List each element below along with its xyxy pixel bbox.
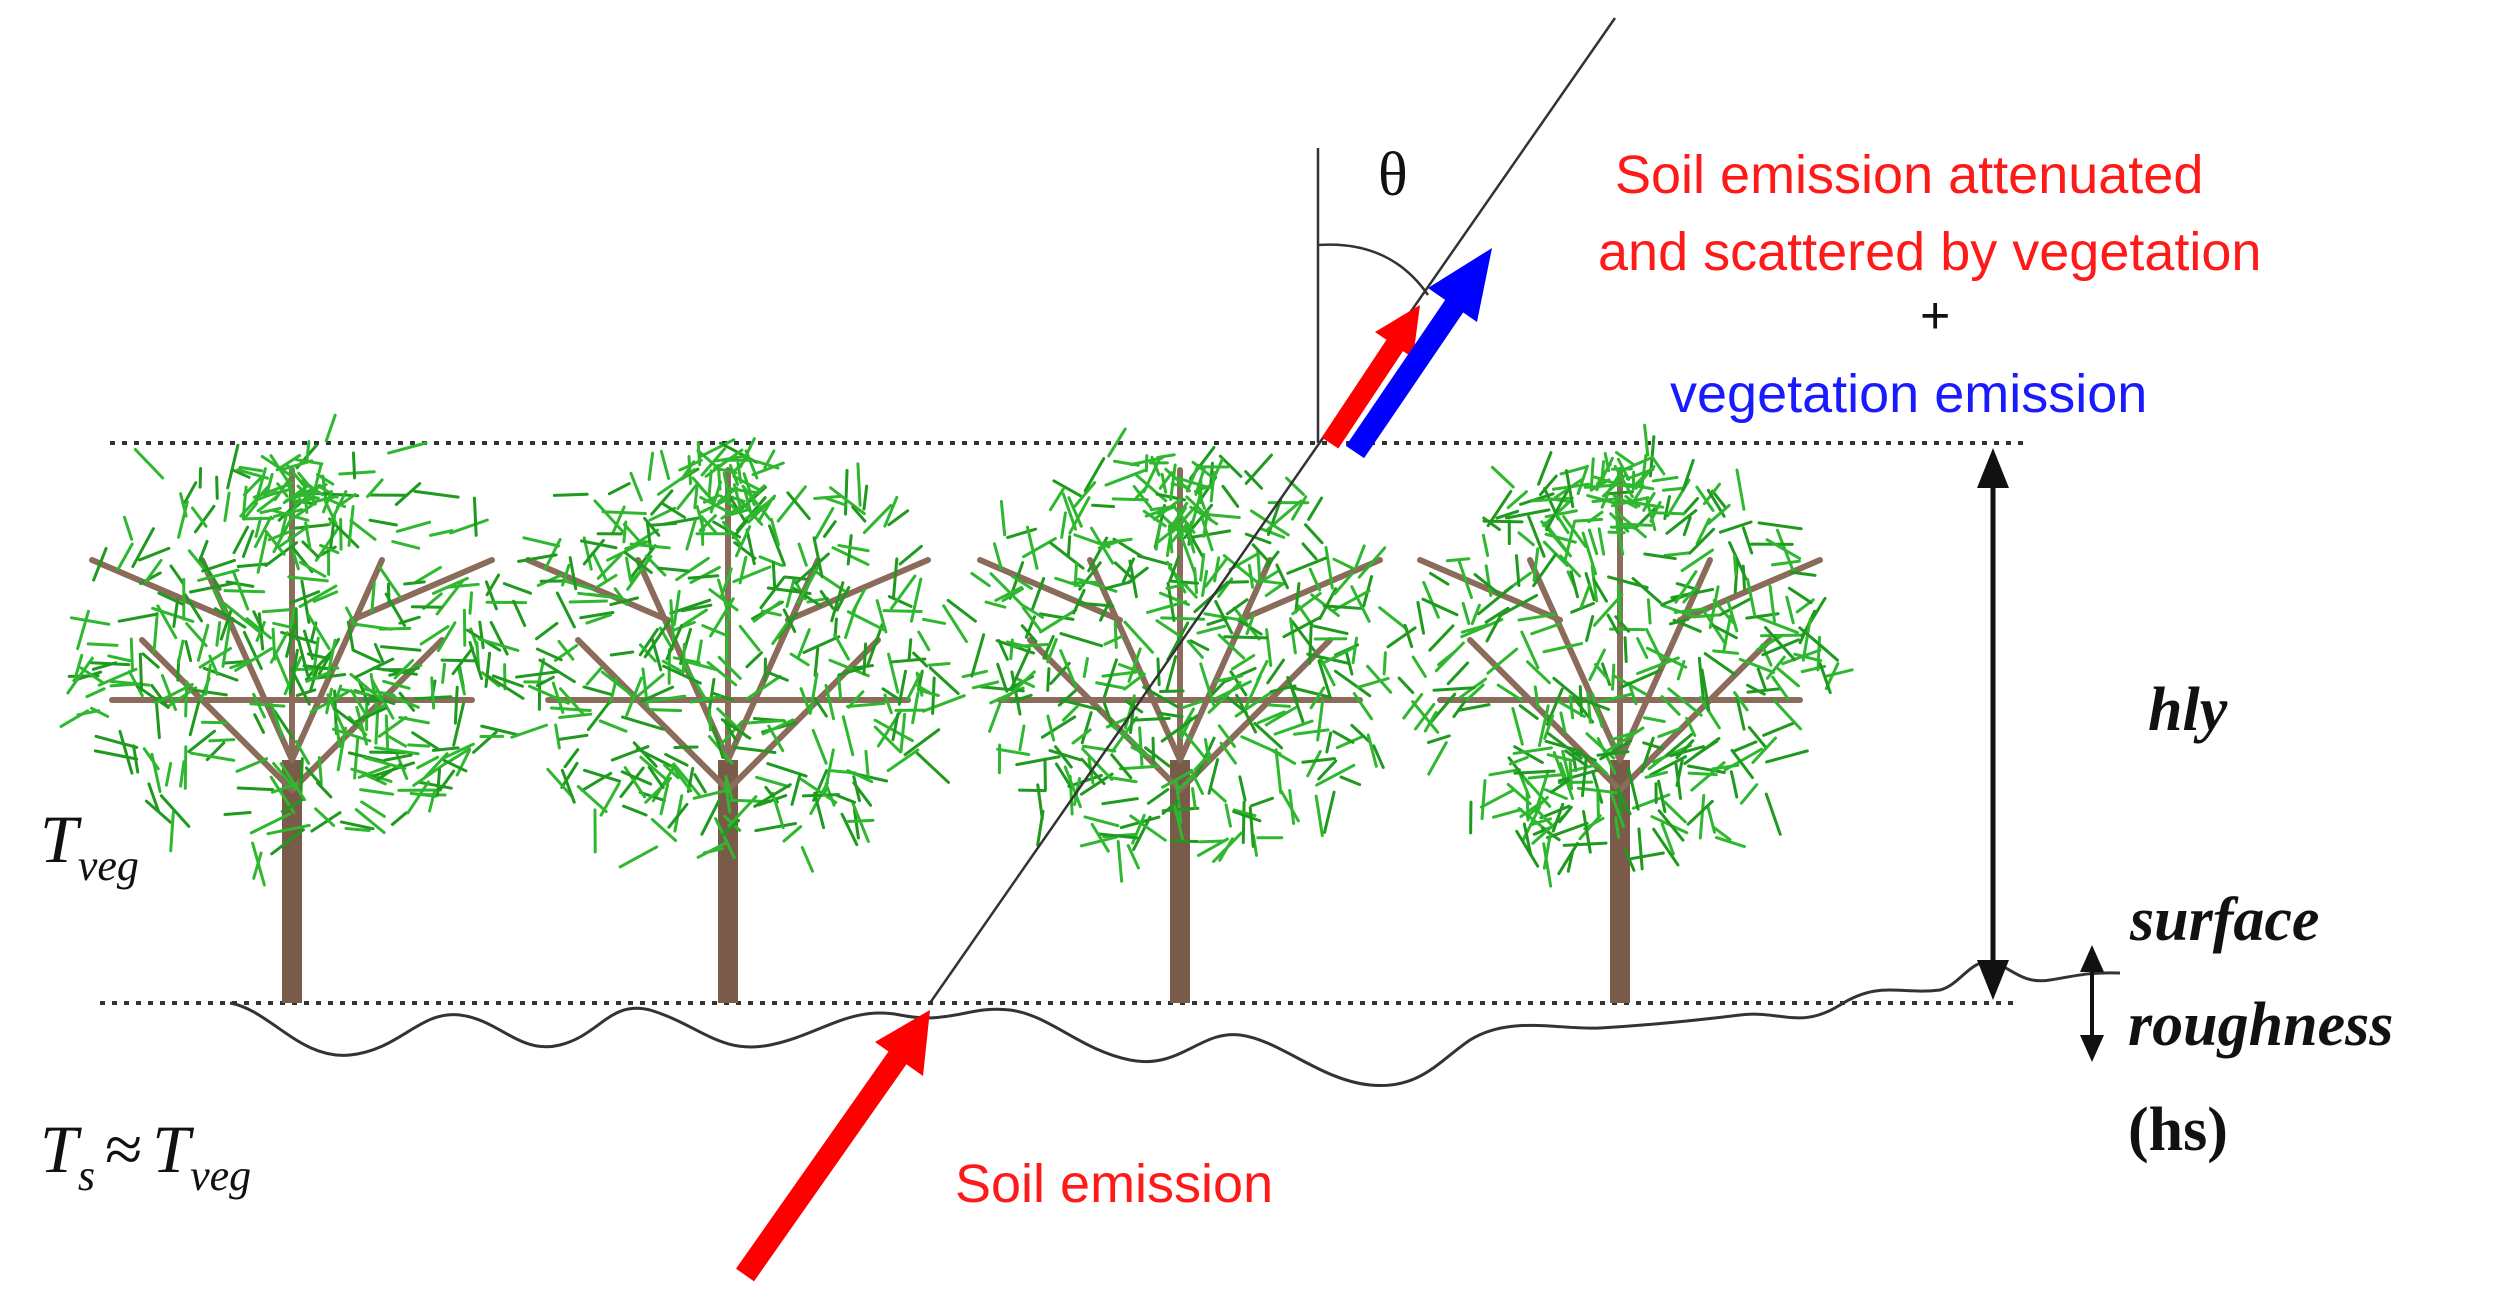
tree-2	[477, 437, 966, 1003]
svg-text:Tveg: Tveg	[40, 801, 139, 890]
tree-row	[59, 413, 1854, 1003]
svg-text:Ts≈Tveg: Ts≈Tveg	[40, 1111, 251, 1200]
ts-approx-tveg-label: Ts≈Tveg	[40, 1111, 251, 1200]
t-veg-label: Tveg	[40, 801, 139, 890]
theta-label: θ	[1378, 141, 1408, 209]
hly-height-arrow	[1977, 448, 2009, 1000]
vegetation-emission-arrow	[1345, 248, 1492, 459]
foliage	[942, 427, 1417, 883]
foliage	[477, 437, 966, 873]
soil-emission-label: Soil emission	[955, 1154, 1273, 1214]
attenuated-label-line2: and scattered by vegetation	[1598, 222, 2261, 282]
hs-roughness-arrow	[2080, 945, 2104, 1062]
soil-emission-arrow	[735, 1010, 930, 1282]
attenuated-label-line1: Soil emission attenuated	[1615, 145, 2203, 205]
plus-sign: +	[1920, 287, 1950, 345]
tree-1	[59, 413, 524, 1003]
viewing-direction-line	[928, 17, 1617, 1004]
attenuated-soil-emission-arrow	[1321, 305, 1420, 449]
tree-4	[1397, 423, 1854, 1003]
theta-angle-arc	[1317, 243, 1430, 296]
hs-label: (hs)	[2128, 1096, 2228, 1164]
hly-label: hly	[2148, 676, 2228, 744]
roughness-label: roughness	[2128, 991, 2393, 1059]
foliage	[59, 413, 524, 887]
surface-label: surface	[2129, 886, 2319, 954]
tree-3	[942, 427, 1417, 1003]
foliage	[1397, 423, 1854, 888]
soil-surface-roughness-curve	[229, 960, 2121, 1088]
vegetation-emission-label: vegetation emission	[1670, 364, 2147, 424]
